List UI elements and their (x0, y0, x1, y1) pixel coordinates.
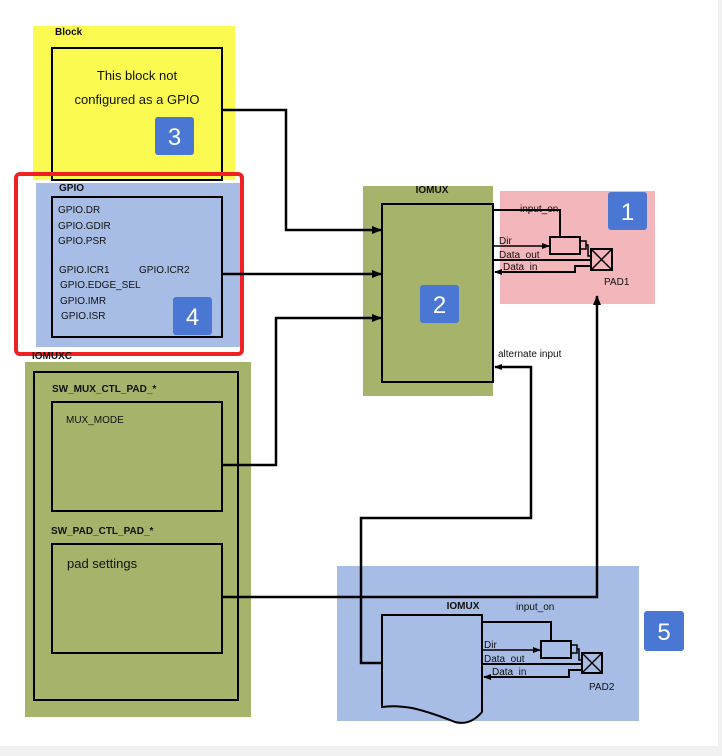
gpio-register-gdir: GPIO.GDIR (58, 221, 111, 232)
pad2-iomux-shape (381, 614, 483, 724)
gpio-register-icr1: GPIO.ICR1 (59, 265, 110, 276)
pad-ctl-title: SW_PAD_CTL_PAD_* (51, 526, 154, 537)
mux-ctl-title: SW_MUX_CTL_PAD_* (52, 384, 156, 395)
mux-mode-field: MUX_MODE (66, 415, 124, 426)
pad2-input-on-label: input_on (516, 602, 554, 613)
block-not-gpio: Block This block not configured as a GPI… (33, 26, 235, 181)
block3-title: Block (55, 27, 83, 38)
gpio-register-dr: GPIO.DR (58, 205, 100, 216)
block3-text-line1: This block not (97, 68, 178, 83)
pad1-label: PAD1 (604, 277, 630, 288)
pad2-iomux-title: IOMUX (447, 601, 480, 612)
gpio-register-psr: GPIO.PSR (58, 236, 106, 247)
pad-ctl-box (51, 543, 223, 654)
wire-mux-mode-to-iomux (222, 314, 382, 467)
wire-block3-to-iomux (222, 108, 382, 234)
pad2-block: IOMUX input_on Dir Data_out Data_in PAD2… (337, 566, 684, 724)
badge-5: 5 (644, 611, 684, 651)
pad2-input-on-wire (482, 621, 552, 641)
iomux-top-inner-box (381, 203, 494, 383)
gpio-block: GPIO GPIO.DR GPIO.GDIR GPIO.PSR GPIO.ICR… (36, 183, 241, 347)
wire-pad-settings-to-pad1 (222, 295, 601, 599)
badge-2: 2 (420, 285, 459, 323)
badge-4-label: 4 (186, 304, 199, 331)
badge-3: 3 (155, 117, 194, 155)
badge-1: 1 (608, 192, 647, 230)
pad1-data-in-wire (494, 265, 591, 275)
pad2-data-out-label: Data_out (484, 654, 525, 665)
badge-2-label: 2 (433, 292, 446, 319)
badge-5-label: 5 (657, 619, 670, 646)
block3-background (33, 26, 235, 180)
pad-settings-field: pad settings (67, 556, 138, 571)
pad1-block: input_on Dir Data_out Data_in PAD1 1 (493, 191, 655, 304)
iomux-top-title: IOMUX (416, 185, 449, 196)
highlight-box (14, 172, 244, 356)
badge-4: 4 (173, 297, 212, 335)
pad2-label: PAD2 (589, 682, 615, 693)
gpio-register-icr2: GPIO.ICR2 (139, 265, 190, 276)
badge-1-label: 1 (621, 199, 634, 226)
gpio-register-imr: GPIO.IMR (60, 296, 106, 307)
gpio-title: GPIO (59, 183, 84, 194)
gpio-register-isr: GPIO.ISR (61, 311, 105, 322)
pad2-dir-label: Dir (484, 640, 497, 651)
pad2-buffer-to-pad-wire (577, 648, 582, 661)
block3-text-line2: configured as a GPIO (74, 92, 199, 107)
pad1-data-in-label: Data_in (503, 262, 537, 273)
pad2-data-in-wire (483, 669, 582, 680)
iomux-top-block: IOMUX 2 alternate input (363, 185, 562, 396)
gpio-register-edge-sel: GPIO.EDGE_SEL (60, 280, 141, 291)
gpio-inner-box (51, 196, 223, 338)
pad1-buffer-to-pad-wire (586, 244, 591, 257)
pad1-data-out-label: Data_out (499, 250, 540, 261)
iomuxc-inner-box (33, 371, 239, 701)
pad1-dir-label: Dir (499, 236, 512, 247)
pad1-buffer (549, 236, 581, 255)
block3-inner-box (51, 47, 223, 181)
alternate-input-label: alternate input (498, 349, 562, 360)
pad2-buffer (540, 640, 572, 659)
pad2-data-in-label: Data_in (492, 667, 526, 678)
wire-alternate-input (359, 364, 533, 665)
iomuxc-background (25, 362, 251, 717)
pad1-input-on-wire (493, 209, 561, 237)
iomuxc-title: IOMUXC (32, 351, 72, 362)
iomuxc-block: IOMUXC SW_MUX_CTL_PAD_* MUX_MODE SW_PAD_… (25, 351, 251, 717)
badge-3-label: 3 (168, 124, 181, 151)
mux-ctl-box (51, 401, 223, 512)
